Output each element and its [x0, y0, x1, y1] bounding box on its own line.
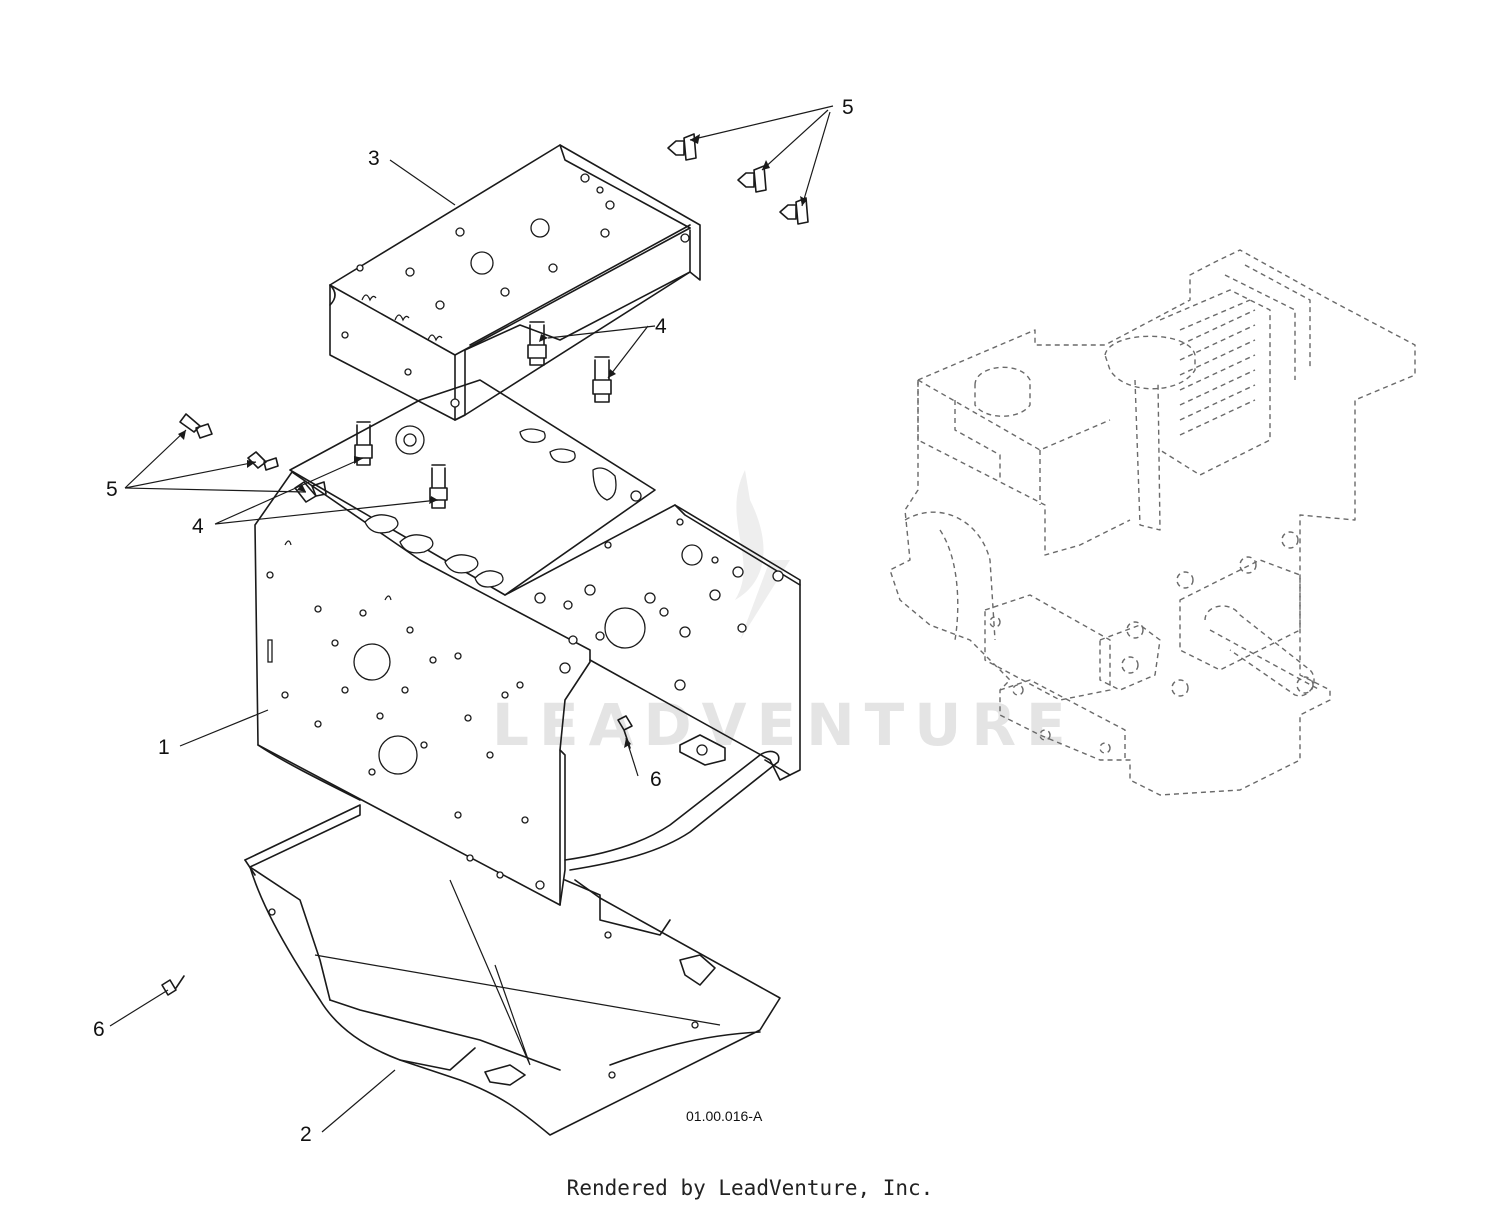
flange-screw-5e: [247, 451, 279, 471]
watermark-text: LEADVENTURE: [492, 691, 1076, 759]
callout-3: 3: [368, 147, 380, 170]
stud-4d: [429, 464, 448, 509]
stud-4a: [527, 321, 547, 366]
flange-screw-5a: [667, 133, 697, 161]
support-rod: [564, 750, 780, 871]
callout-4-left: 4: [192, 515, 204, 538]
part-2-bottom-plate: [244, 804, 781, 1136]
callout-5-left: 5: [106, 478, 118, 501]
engine-outline: [889, 249, 1416, 796]
callout-6-right: 6: [650, 768, 662, 791]
callout-4-top: 4: [655, 315, 667, 338]
part-3-top-bracket: [329, 144, 701, 421]
callout-5-top: 5: [842, 96, 854, 119]
footer-credit: Rendered by LeadVenture, Inc.: [566, 1176, 934, 1200]
drawing-code: 01.00.016-A: [686, 1108, 763, 1124]
flange-screw-5d: [179, 413, 213, 439]
callout-2: 2: [300, 1123, 312, 1146]
part-1-main-frame: [254, 379, 801, 906]
callout-6-left: 6: [93, 1018, 105, 1041]
callout-labels: 1 2 3 4 4 5 5 6 6: [93, 96, 854, 1146]
flange-screw-5f: [294, 481, 327, 503]
flange-screw-5b: [737, 165, 767, 193]
stud-4b: [592, 356, 612, 403]
leader-lines: [109, 105, 834, 1133]
callout-1: 1: [158, 736, 170, 759]
stud-4c: [354, 421, 373, 466]
watermark: LEADVENTURE: [492, 470, 1076, 759]
